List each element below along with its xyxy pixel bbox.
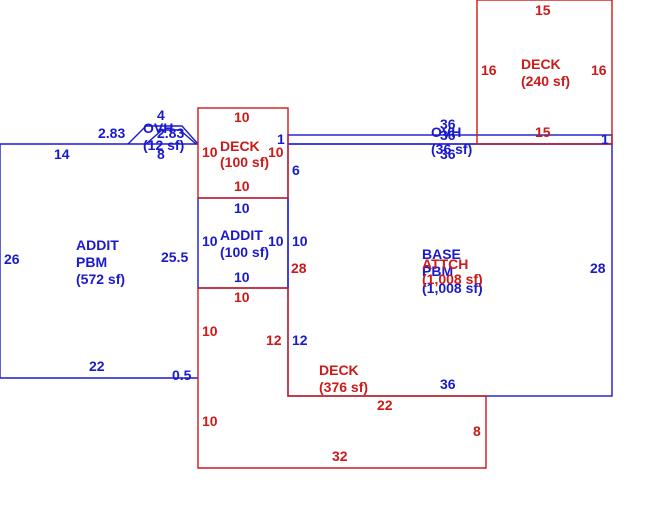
dim-addit-pbm-left: 26 <box>4 251 20 267</box>
ovh-12-label-1: OVH <box>143 120 173 136</box>
dim-deck100-bottom: 10 <box>234 178 250 194</box>
dim-deck376-left-lower: 10 <box>202 413 218 429</box>
addit-pbm-label-1: ADDIT <box>76 237 119 253</box>
dim-ovh-right-slope: 2.83 <box>157 125 184 141</box>
ovh-12-outline <box>127 125 199 145</box>
dim-ovh-top: 4 <box>157 107 165 123</box>
deck-240-label-1: DECK <box>521 56 561 72</box>
dim-base-bottom: 36 <box>440 376 456 392</box>
dim-base-left-mid: 10 <box>292 233 308 249</box>
dim-deck376-bottom: 32 <box>332 448 348 464</box>
ovh-12-inner <box>145 129 197 145</box>
dim-addit-pbm-bottom: 22 <box>89 358 105 374</box>
dim-deck100-left: 10 <box>202 144 218 160</box>
dim-ovh36-top: 36 <box>440 116 456 132</box>
ovh-36-label-1: OVH <box>431 124 461 140</box>
deck-376-label-2: (376 sf) <box>319 379 368 395</box>
attach-label-1: ATTCH <box>422 256 468 272</box>
deck-100-label-1: DECK <box>220 138 260 154</box>
dim-ovh36-mid: 36 <box>440 127 456 143</box>
dim-deck240-bottom: 15 <box>535 124 551 140</box>
dim-ovh36-left: 1 <box>277 131 285 147</box>
base-pbm-label-2: PBM <box>422 263 453 279</box>
dim-deck240-left: 16 <box>481 62 497 78</box>
dim-deck376-step: 22 <box>377 397 393 413</box>
base-pbm-label-1: BASE <box>422 246 461 262</box>
dim-deck376-right-lower: 8 <box>473 423 481 439</box>
dim-base-left-red: 28 <box>291 260 307 276</box>
dim-addit-pbm-top: 14 <box>54 146 70 162</box>
dim-deck100-top: 10 <box>234 109 250 125</box>
dim-addit100-left: 10 <box>202 233 218 249</box>
addit-100-label-2: (100 sf) <box>220 244 269 260</box>
deck-376-label-1: DECK <box>319 362 359 378</box>
addit-pbm-outline <box>0 143 198 379</box>
dim-ovh-left-slope: 2.83 <box>98 125 125 141</box>
dim-addit-pbm-step: 0.5 <box>172 367 192 383</box>
dim-ovh36-bottom: 36 <box>440 146 456 162</box>
deck-376-outline <box>197 287 487 469</box>
deck-240-outline <box>476 0 613 145</box>
dim-addit100-bottom: 10 <box>234 269 250 285</box>
deck-100-label-2: (100 sf) <box>220 154 269 170</box>
dim-addit-pbm-right: 25.5 <box>161 249 188 265</box>
attach-label-2: (1,008 sf) <box>422 271 483 287</box>
dim-ovh-bottom: 8 <box>157 146 165 162</box>
dim-deck100-right: 10 <box>268 144 284 160</box>
addit-pbm-label-3: (572 sf) <box>76 271 125 287</box>
base-pbm-label-3: (1,008 sf) <box>422 280 483 296</box>
dim-deck240-top: 15 <box>535 2 551 18</box>
dim-addit100-right: 10 <box>268 233 284 249</box>
dim-deck376-right-upper: 12 <box>266 332 282 348</box>
ovh-36-label-2: (36 sf) <box>431 141 472 157</box>
dim-deck376-left-upper: 10 <box>202 323 218 339</box>
dim-base-left-upper: 6 <box>292 162 300 178</box>
addit-pbm-label-2: PBM <box>76 254 107 270</box>
dim-ovh36-right: 1 <box>601 131 609 147</box>
dim-deck376-top: 10 <box>234 289 250 305</box>
dim-deck240-right: 16 <box>591 62 607 78</box>
deck-100-outline <box>197 107 289 199</box>
dim-addit100-top: 10 <box>234 200 250 216</box>
addit-100-label-1: ADDIT <box>220 227 263 243</box>
dim-base-right: 28 <box>590 260 606 276</box>
dim-base-left-lower: 12 <box>292 332 308 348</box>
deck-240-label-2: (240 sf) <box>521 73 570 89</box>
ovh-12-label-2: (12 sf) <box>143 137 184 153</box>
